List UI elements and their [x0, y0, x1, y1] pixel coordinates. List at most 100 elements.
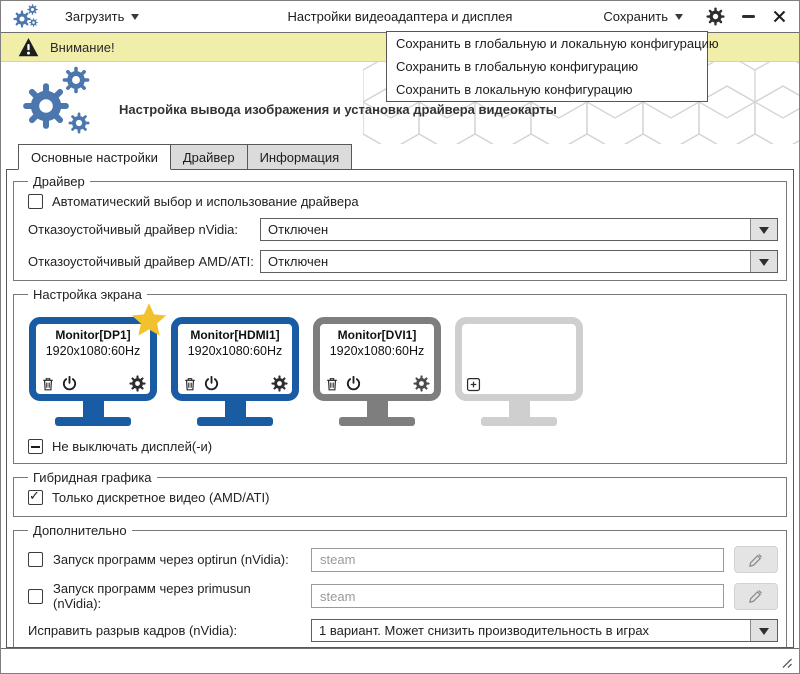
tearing-fix-label: Исправить разрыв кадров (nVidia): [28, 623, 238, 638]
optirun-label: Запуск программ через optirun (nVidia): [53, 552, 289, 567]
save-button[interactable]: Сохранить [597, 5, 689, 28]
monitor-card-dp1[interactable]: Monitor[DP1] 1920x1080:60Hz [29, 317, 157, 426]
monitor-settings-gear-icon[interactable] [129, 375, 146, 392]
title-bar: Загрузить Настройки видеоадаптера и дисп… [1, 1, 799, 32]
amd-failsafe-label: Отказоустойчивый драйвер AMD/ATI: [28, 254, 254, 269]
save-dropdown-menu: Сохранить в глобальную и локальную конфи… [386, 31, 719, 102]
optirun-checkbox[interactable] [28, 552, 43, 567]
monitor-settings-gear-icon[interactable] [413, 375, 430, 392]
monitor-base [55, 417, 131, 426]
delete-monitor-icon[interactable] [324, 376, 340, 392]
monitor-card-empty[interactable] [455, 317, 583, 426]
monitor-base [339, 417, 415, 426]
monitor-screen: Monitor[DVI1] 1920x1080:60Hz [313, 317, 441, 401]
group-driver: Драйвер Автоматический выбор и использов… [13, 174, 787, 281]
header-subtitle: Настройка вывода изображения и установка… [119, 102, 557, 117]
chevron-down-icon [675, 14, 683, 24]
discrete-only-label: Только дискретное видео (AMD/ATI) [52, 490, 270, 505]
keep-display-on-row: Не выключать дисплей(-и) [28, 439, 778, 454]
optirun-command-input[interactable] [311, 547, 724, 572]
monitor-screen [455, 317, 583, 401]
power-monitor-icon[interactable] [203, 375, 220, 392]
keep-display-on-label: Не выключать дисплей(-и) [52, 439, 213, 454]
group-screen-setup-title: Настройка экрана [33, 287, 142, 302]
app-logo-icon [13, 4, 43, 30]
monitor-stand [508, 401, 530, 417]
auto-driver-checkbox[interactable] [28, 194, 43, 209]
warning-text: Внимание! [50, 39, 115, 55]
tab-main-settings[interactable]: Основные настройки [18, 144, 171, 170]
tab-driver[interactable]: Драйвер [169, 144, 248, 170]
monitor-card-dvi1[interactable]: Monitor[DVI1] 1920x1080:60Hz [313, 317, 441, 426]
monitor-stand [224, 401, 246, 417]
chevron-down-icon [131, 14, 140, 24]
load-button[interactable]: Загрузить [59, 5, 145, 28]
tab-panel: Драйвер Автоматический выбор и использов… [6, 169, 794, 648]
nvidia-failsafe-select[interactable]: Отключен [260, 218, 778, 241]
monitor-name: Monitor[DP1] [55, 328, 131, 342]
tearing-fix-select[interactable]: 1 вариант. Может снизить производительно… [311, 619, 778, 642]
group-additional: Дополнительно Запуск программ через opti… [13, 523, 787, 647]
monitor-settings-gear-icon[interactable] [271, 375, 288, 392]
monitor-resolution: 1920x1080:60Hz [329, 344, 425, 358]
monitor-base [481, 417, 557, 426]
primary-star-icon [129, 302, 169, 340]
optirun-row: Запуск программ через optirun (nVidia): [28, 546, 778, 573]
menu-item-save-global-and-local[interactable]: Сохранить в глобальную и локальную конфи… [396, 36, 719, 51]
dropdown-arrow-button[interactable] [750, 219, 777, 240]
resize-grip[interactable] [777, 653, 793, 669]
tearing-fix-value: 1 вариант. Может снизить производительно… [319, 623, 650, 638]
group-hybrid-graphics-title: Гибридная графика [33, 470, 152, 485]
settings-gear-icon[interactable] [706, 7, 725, 26]
monitor-list: Monitor[DP1] 1920x1080:60Hz Monitor[HDMI… [22, 302, 778, 426]
discrete-only-checkbox[interactable] [28, 489, 43, 505]
monitor-name: Monitor[HDMI1] [190, 328, 280, 342]
power-monitor-icon[interactable] [61, 375, 78, 392]
close-icon[interactable] [772, 9, 787, 24]
amd-failsafe-select[interactable]: Отключен [260, 250, 778, 273]
primusun-edit-button[interactable] [734, 582, 778, 610]
group-driver-title: Драйвер [33, 174, 85, 189]
add-monitor-icon[interactable] [466, 377, 481, 392]
nvidia-failsafe-row: Отказоустойчивый драйвер nVidia: Отключе… [28, 218, 778, 241]
monitor-resolution: 1920x1080:60Hz [45, 344, 141, 358]
amd-failsafe-value: Отключен [268, 254, 329, 269]
auto-driver-row: Автоматический выбор и использование дра… [28, 194, 778, 209]
monitor-card-hdmi1[interactable]: Monitor[HDMI1] 1920x1080:60Hz [171, 317, 299, 426]
primusun-label: Запуск программ через primusun (nVidia): [53, 581, 251, 611]
menu-item-save-local[interactable]: Сохранить в локальную конфигурацию [396, 82, 633, 97]
monitor-stand [82, 401, 104, 417]
titlebar-actions: Сохранить [597, 5, 787, 28]
dropdown-arrow-button[interactable] [750, 251, 777, 272]
minimize-icon[interactable] [742, 15, 755, 18]
power-monitor-icon[interactable] [345, 375, 362, 392]
primusun-row: Запуск программ через primusun (nVidia): [28, 581, 778, 611]
tab-information[interactable]: Информация [246, 144, 353, 170]
keep-display-on-checkbox[interactable] [28, 439, 43, 454]
pencil-icon [748, 588, 764, 604]
group-additional-title: Дополнительно [33, 523, 127, 538]
delete-monitor-icon[interactable] [40, 376, 56, 392]
nvidia-failsafe-label: Отказоустойчивый драйвер nVidia: [28, 222, 238, 237]
load-button-label: Загрузить [65, 9, 125, 24]
monitor-base [197, 417, 273, 426]
save-button-label: Сохранить [603, 9, 668, 24]
optirun-edit-button[interactable] [734, 546, 778, 573]
primusun-checkbox[interactable] [28, 588, 43, 604]
status-bar [1, 648, 799, 673]
group-screen-setup: Настройка экрана Monitor[DP1] 1920x1080:… [13, 287, 787, 464]
dropdown-arrow-button[interactable] [750, 620, 777, 641]
monitor-stand [366, 401, 388, 417]
monitor-resolution: 1920x1080:60Hz [187, 344, 283, 358]
menu-item-save-global[interactable]: Сохранить в глобальную конфигурацию [396, 59, 639, 74]
tearing-fix-row: Исправить разрыв кадров (nVidia): 1 вари… [28, 619, 778, 642]
nvidia-failsafe-value: Отключен [268, 222, 329, 237]
pencil-icon [748, 552, 764, 568]
monitor-screen: Monitor[HDMI1] 1920x1080:60Hz [171, 317, 299, 401]
delete-monitor-icon[interactable] [182, 376, 198, 392]
primusun-command-input[interactable] [311, 584, 724, 608]
monitor-name: Monitor[DVI1] [337, 328, 417, 342]
warning-icon [18, 37, 39, 58]
tab-bar: Основные настройки Драйвер Информация [18, 144, 799, 170]
